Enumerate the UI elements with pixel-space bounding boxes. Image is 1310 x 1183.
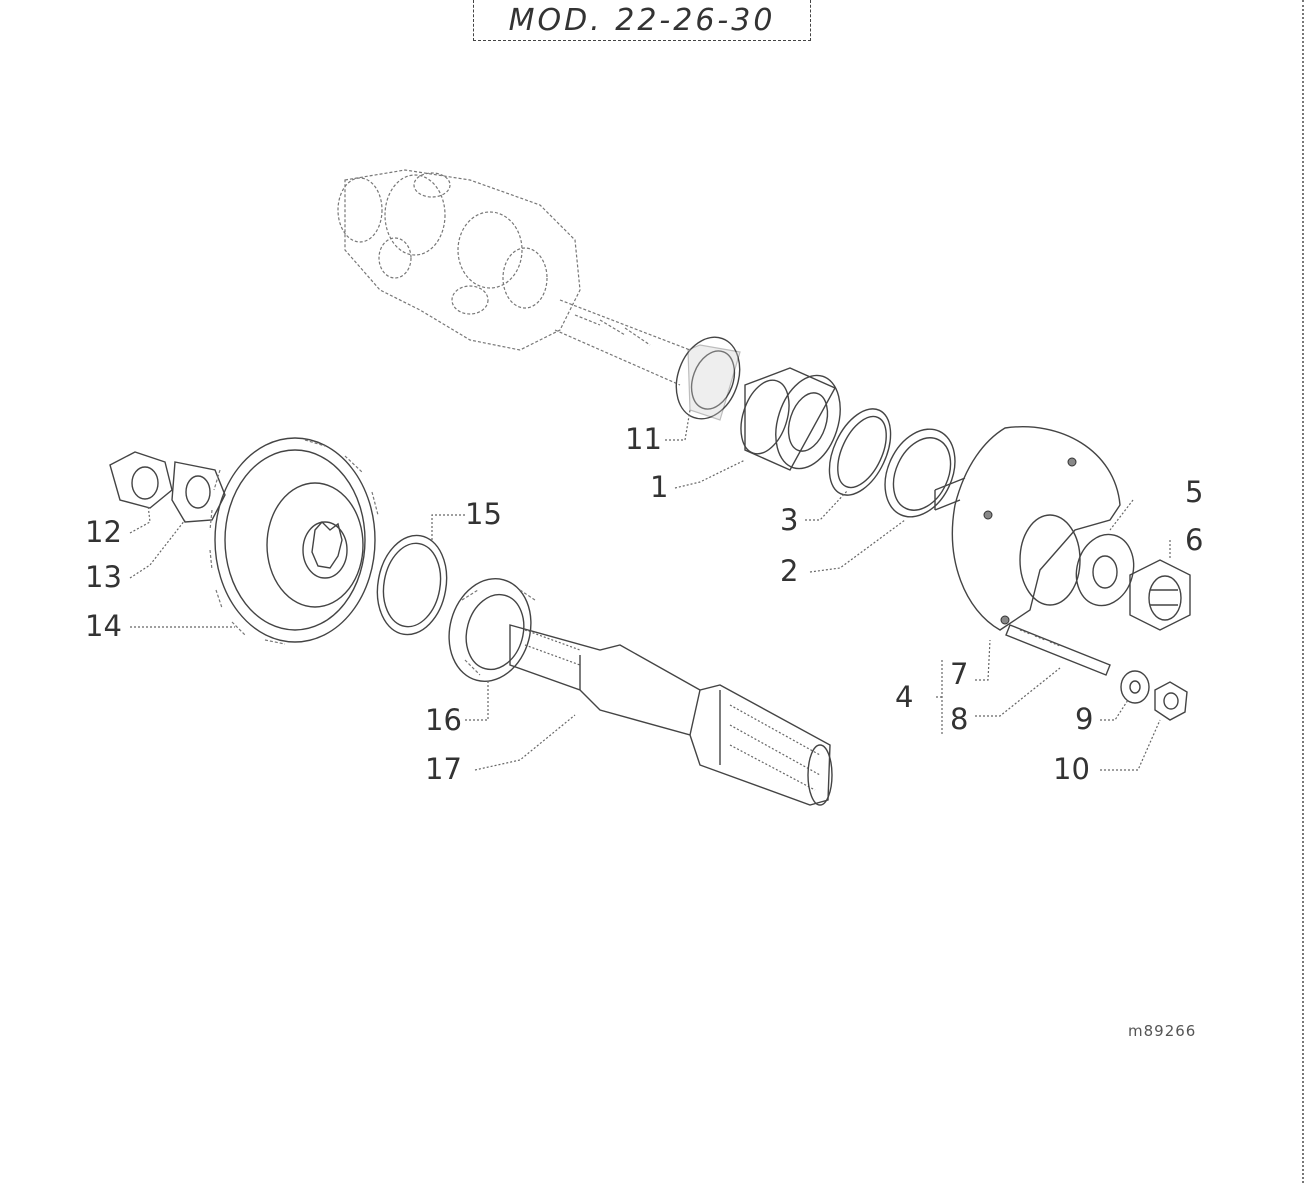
part-1-bearing — [740, 367, 841, 471]
part-11-seal — [675, 336, 741, 421]
callout-10: 10 — [1053, 752, 1090, 786]
part-2-circlip — [884, 428, 956, 518]
callout-9: 9 — [1075, 702, 1094, 736]
callout-13: 13 — [85, 560, 122, 594]
part-17-shaft — [509, 624, 833, 806]
callout-4: 4 — [895, 680, 914, 714]
callout-17: 17 — [425, 752, 462, 786]
callout-7: 7 — [950, 657, 969, 691]
part-3-ring — [828, 408, 892, 496]
part-7-flange — [934, 426, 1121, 631]
callout-5: 5 — [1185, 475, 1204, 509]
callout-11: 11 — [625, 422, 662, 456]
ghost-differential-housing — [337, 169, 691, 386]
part-12-nut — [109, 451, 173, 509]
part-8-stud — [1005, 624, 1111, 676]
part-5-nut — [1075, 533, 1135, 607]
part-13-washer — [171, 461, 226, 523]
callout-14: 14 — [85, 609, 122, 643]
part-10-nut — [1154, 681, 1188, 721]
page-edge-line — [1302, 0, 1304, 1183]
callout-1: 1 — [650, 470, 669, 504]
part-15-snap-ring — [376, 534, 448, 636]
callout-6: 6 — [1185, 523, 1204, 557]
callout-16: 16 — [425, 703, 462, 737]
model-label: MOD. 22-26-30 — [508, 2, 776, 38]
model-label-box: MOD. 22-26-30 — [473, 0, 811, 41]
leader-lines — [129, 409, 1171, 771]
callout-3: 3 — [780, 503, 799, 537]
part-6-castle-nut — [1129, 559, 1191, 631]
part-9-washer — [1120, 670, 1150, 704]
callout-12: 12 — [85, 515, 122, 549]
callout-8: 8 — [950, 702, 969, 736]
drawing-reference-code: m89266 — [1128, 1022, 1197, 1040]
callout-15: 15 — [465, 497, 502, 531]
part-16-bearing — [448, 578, 536, 682]
callout-2: 2 — [780, 554, 799, 588]
part-14-gear — [209, 437, 379, 645]
